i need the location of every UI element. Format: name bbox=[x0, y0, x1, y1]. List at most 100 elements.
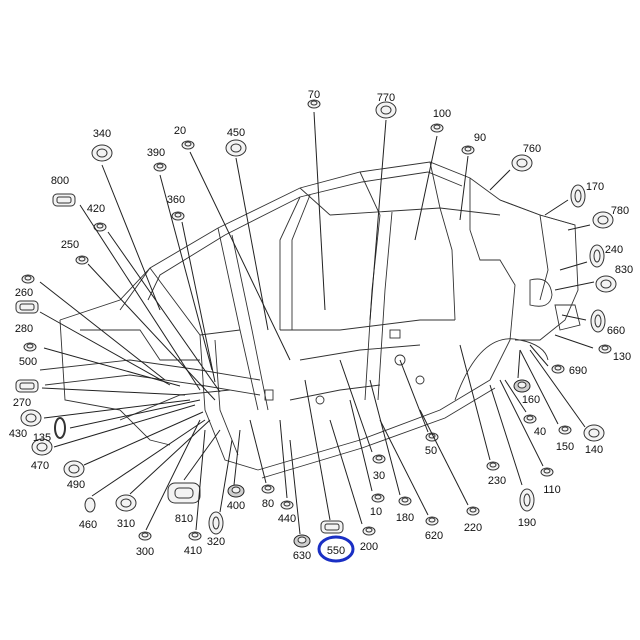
callout-label-230: 230 bbox=[488, 475, 506, 487]
leader-135 bbox=[69, 399, 201, 429]
leader-490 bbox=[83, 411, 204, 466]
part-260 bbox=[21, 274, 35, 284]
callout-label-250: 250 bbox=[61, 239, 79, 251]
leader-690 bbox=[529, 344, 549, 367]
part-390 bbox=[153, 162, 167, 172]
callout-label-400: 400 bbox=[227, 500, 245, 512]
leader-230 bbox=[459, 344, 491, 461]
part-830 bbox=[595, 275, 617, 293]
callout-label-270: 270 bbox=[13, 397, 31, 409]
callout-label-260: 260 bbox=[15, 287, 33, 299]
callout-label-620: 620 bbox=[425, 530, 443, 542]
leader-310 bbox=[129, 419, 211, 495]
leader-800 bbox=[79, 204, 201, 391]
part-440 bbox=[280, 500, 294, 510]
leader-40 bbox=[504, 379, 527, 413]
part-810 bbox=[167, 482, 201, 504]
leader-340 bbox=[101, 164, 161, 311]
callout-label-20: 20 bbox=[174, 125, 186, 137]
leader-80 bbox=[249, 419, 267, 484]
callout-label-130: 130 bbox=[613, 351, 631, 363]
callout-label-690: 690 bbox=[569, 365, 587, 377]
part-110 bbox=[540, 467, 554, 477]
callout-label-340: 340 bbox=[93, 128, 111, 140]
part-630 bbox=[293, 534, 311, 548]
part-420 bbox=[93, 222, 107, 232]
part-270 bbox=[15, 379, 39, 393]
part-450 bbox=[225, 139, 247, 157]
callout-label-630: 630 bbox=[293, 550, 311, 562]
part-100 bbox=[430, 123, 444, 133]
callout-label-410: 410 bbox=[184, 545, 202, 557]
callout-label-430: 430 bbox=[9, 428, 27, 440]
part-200 bbox=[362, 526, 376, 536]
callout-label-550: 550 bbox=[327, 545, 345, 557]
leader-280 bbox=[39, 311, 171, 386]
leader-220 bbox=[419, 409, 469, 506]
part-430 bbox=[20, 409, 42, 427]
leader-150 bbox=[519, 349, 559, 425]
part-20 bbox=[181, 140, 195, 150]
leader-90 bbox=[459, 155, 469, 221]
part-310 bbox=[115, 494, 137, 512]
leader-500 bbox=[43, 347, 181, 387]
leader-450 bbox=[235, 157, 269, 331]
callout-label-220: 220 bbox=[464, 522, 482, 534]
part-280 bbox=[15, 300, 39, 314]
leader-470 bbox=[53, 404, 196, 448]
leader-30 bbox=[339, 359, 373, 453]
callout-label-160: 160 bbox=[522, 394, 540, 406]
leader-400 bbox=[233, 429, 241, 486]
part-800 bbox=[52, 193, 76, 207]
part-780 bbox=[592, 211, 614, 229]
part-135 bbox=[54, 417, 66, 439]
leader-20 bbox=[189, 151, 291, 361]
leader-760 bbox=[489, 169, 511, 191]
part-620 bbox=[425, 516, 439, 526]
part-550 bbox=[320, 520, 344, 534]
part-160 bbox=[513, 379, 531, 393]
callout-label-360: 360 bbox=[167, 194, 185, 206]
part-340 bbox=[91, 144, 113, 162]
part-140 bbox=[583, 424, 605, 442]
callout-label-170: 170 bbox=[586, 181, 604, 193]
leader-100 bbox=[414, 135, 438, 241]
leader-240 bbox=[559, 261, 588, 271]
leader-770 bbox=[369, 119, 387, 321]
leader-810 bbox=[183, 429, 221, 481]
parts-layer bbox=[15, 99, 617, 548]
part-410 bbox=[188, 531, 202, 541]
part-130 bbox=[598, 344, 612, 354]
car-body-wireframe bbox=[39, 161, 581, 479]
callout-label-320: 320 bbox=[207, 536, 225, 548]
callout-label-100: 100 bbox=[433, 108, 451, 120]
callout-label-240: 240 bbox=[605, 244, 623, 256]
callout-label-110: 110 bbox=[543, 484, 561, 496]
callout-label-40: 40 bbox=[534, 426, 546, 438]
leader-250 bbox=[87, 263, 216, 401]
callout-label-770: 770 bbox=[377, 92, 395, 104]
part-180 bbox=[398, 496, 412, 506]
leader-360 bbox=[181, 221, 216, 383]
leader-630 bbox=[289, 439, 301, 535]
callout-label-420: 420 bbox=[87, 203, 105, 215]
part-320 bbox=[208, 511, 224, 535]
part-500 bbox=[23, 342, 37, 352]
part-760 bbox=[511, 154, 533, 172]
callout-label-70: 70 bbox=[308, 89, 320, 101]
leader-660 bbox=[561, 314, 587, 321]
leader-200 bbox=[329, 419, 363, 525]
callout-label-810: 810 bbox=[175, 513, 193, 525]
callout-label-390: 390 bbox=[147, 147, 165, 159]
part-220 bbox=[466, 506, 480, 516]
leader-130 bbox=[554, 334, 594, 349]
leader-440 bbox=[279, 419, 288, 499]
callout-label-10: 10 bbox=[370, 506, 382, 518]
callout-label-830: 830 bbox=[615, 264, 633, 276]
callout-label-190: 190 bbox=[518, 517, 536, 529]
leader-830 bbox=[554, 281, 595, 291]
leader-lines bbox=[39, 111, 595, 535]
callout-label-450: 450 bbox=[227, 127, 245, 139]
callout-label-310: 310 bbox=[117, 518, 135, 530]
